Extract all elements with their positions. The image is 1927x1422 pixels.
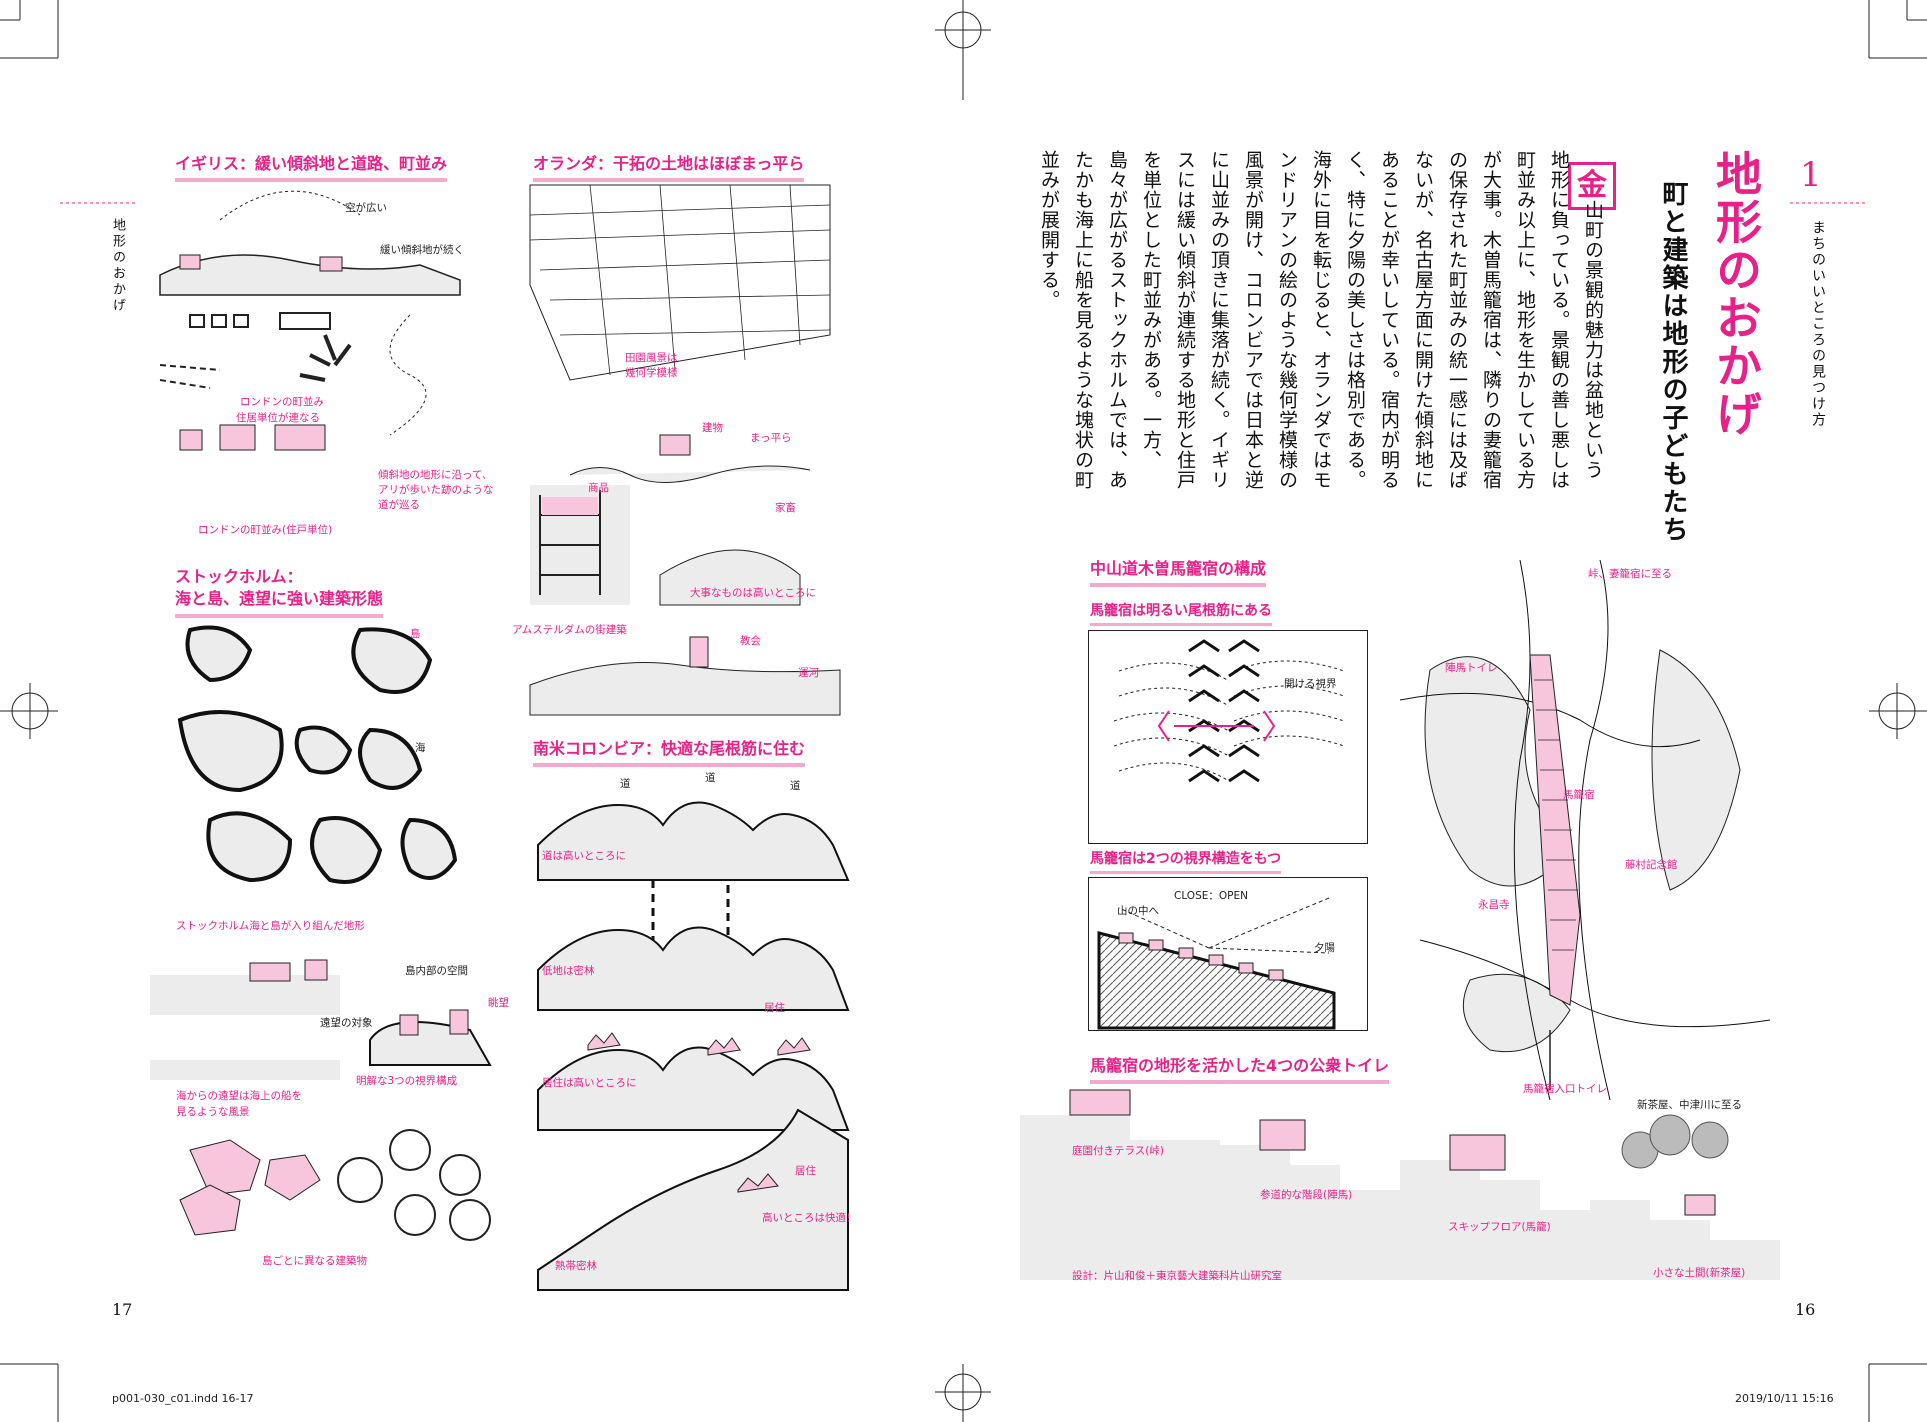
magome-sub1: 馬籠宿は明るい尾根筋にある — [1090, 600, 1272, 626]
holland-label-important: 大事なものは高いところに — [690, 587, 816, 599]
ridge-figure: 開ける視界 — [1088, 630, 1368, 844]
holland-label-goods: 商品 — [588, 482, 609, 494]
holland-label-church: 教会 — [740, 635, 761, 647]
colombia-label-road-high: 道は高いところに — [542, 850, 626, 862]
stockholm-label-inner: 島内部の空間 — [405, 965, 468, 977]
stockholm-label-ship2: 見るような風景 — [176, 1106, 250, 1118]
page-subtitle: 町と建築は地形の子どもたち — [1658, 180, 1688, 544]
colombia-title: 南米コロンビア：快適な尾根筋に住む — [533, 735, 806, 767]
stockholm-title: ストックホルム： 海と島、遠望に強い建築形態 — [175, 566, 384, 618]
body-text: 山町の景観的魅力は盆地という地形に負っている。景観の善し悪しは町並み以上に、地形… — [1038, 150, 1604, 501]
holland-title: オランダ：干拓の土地はほぼまっ平ら — [533, 150, 805, 182]
stockholm-label-three: 明解な3つの視界構成 — [356, 1075, 458, 1087]
map-label-shinchaya: 新茶屋、中津川に至る — [1637, 1099, 1742, 1111]
stockholm-label-ship1: 海からの遠望は海上の船を — [176, 1090, 302, 1102]
footer-file: p001-030_c01.indd 16-17 — [112, 1392, 254, 1405]
map-label-entrance-toilet: 馬籠宿入口トイレ — [1523, 1083, 1607, 1095]
map-label-pass: 峠、妻籠宿に至る — [1588, 568, 1672, 580]
toilet-label-doma: 小さな土間(新茶屋) — [1653, 1267, 1746, 1279]
england-label-path: 傾斜地の地形に沿って、アリが歩いた跡のような道が巡る — [378, 469, 494, 511]
holland-label-amsterdam: アムステルダムの街建築 — [512, 624, 627, 636]
chapter-number: 1 — [1800, 155, 1822, 195]
colombia-label-tropical: 熱帯密林 — [555, 1260, 597, 1272]
holland-label-field1: 田園風景は — [625, 352, 678, 364]
holland-label-building: 建物 — [702, 422, 723, 434]
view-label-close-open: CLOSE：OPEN — [1174, 890, 1248, 902]
stockholm-label-sea: 海 — [415, 742, 426, 754]
badge-gold: 金 — [1568, 162, 1616, 210]
footer-date: 2019/10/11 15:16 — [1735, 1392, 1834, 1405]
england-label-sky: 空が広い — [345, 202, 387, 214]
page-number-right: 16 — [1795, 1300, 1816, 1319]
toilet-label-skip: スキップフロア(馬籠) — [1448, 1221, 1551, 1233]
page-number-left: 17 — [112, 1300, 133, 1319]
page-title: 地形のおかげ — [1709, 150, 1763, 438]
running-head-left: 地形のおかげ — [110, 218, 125, 314]
toilet-label-terrace: 庭園付きテラス(峠) — [1072, 1145, 1164, 1157]
magome-title: 中山道木曽馬籠宿の構成 — [1090, 555, 1267, 587]
stockholm-title-line2: 海と島、遠望に強い建築形態 — [175, 589, 384, 608]
ridge-label-view: 開ける視界 — [1284, 678, 1337, 690]
colombia-label-road3: 道 — [790, 780, 801, 792]
colombia-label-road1: 道 — [620, 778, 631, 790]
colombia-label-living2: 居住 — [795, 1165, 816, 1177]
england-label-london-units: ロンドンの町並み(住戸単位) — [198, 524, 333, 536]
stockholm-label-target: 遠望の対象 — [320, 1017, 373, 1029]
stockholm-label-terrain: ストックホルム海と島が入り組んだ地形 — [176, 920, 365, 932]
colombia-label-living1: 居住 — [764, 1002, 785, 1014]
england-title: イギリス：緩い傾斜地と道路、町並み — [175, 150, 448, 182]
stockholm-label-buildings: 島ごとに異なる建築物 — [262, 1255, 367, 1267]
colombia-label-jungle: 低地は密林 — [542, 965, 595, 977]
colombia-label-road2: 道 — [705, 772, 716, 784]
toilet-credit: 設計：片山和俊＋東京藝大建築科片山研究室 — [1072, 1270, 1282, 1282]
colombia-label-living-high: 居住は高いところに — [542, 1077, 637, 1089]
toilets-title: 馬籠宿の地形を活かした4つの公衆トイレ — [1090, 1052, 1390, 1084]
stockholm-label-island: 島 — [410, 628, 421, 640]
toilet-label-stairs: 参道的な階段(陣馬) — [1260, 1189, 1353, 1201]
magome-sub2: 馬籠宿は2つの視界構造をもつ — [1090, 848, 1282, 874]
colombia-label-comfort: 高いところは快適！ — [762, 1212, 857, 1224]
holland-label-canal: 運河 — [798, 667, 819, 679]
england-label-units: 住居単位が連なる — [236, 412, 320, 424]
holland-label-flat: まっ平ら — [750, 432, 792, 444]
view-structure-figure: CLOSE：OPEN 山の中へ 夕陽 — [1088, 877, 1368, 1031]
stockholm-label-view: 眺望 — [488, 997, 509, 1009]
map-label-jinba-toilet: 陣馬トイレ — [1445, 662, 1498, 674]
england-label-slope: 緩い傾斜地が続く — [380, 244, 464, 256]
map-label-magome: 馬籠宿 — [1563, 789, 1595, 801]
view-label-sunset: 夕陽 — [1314, 942, 1335, 954]
map-label-eisho: 永昌寺 — [1478, 899, 1510, 911]
holland-label-field2: 幾何学模様 — [625, 367, 678, 379]
holland-label-livestock: 家畜 — [775, 502, 796, 514]
stockholm-title-line1: ストックホルム： — [175, 567, 303, 586]
england-label-london: ロンドンの町並み — [240, 396, 324, 408]
map-label-toson: 藤村記念館 — [1625, 859, 1678, 871]
chapter-subtitle: まちのいいところの見つけ方 — [1810, 220, 1826, 428]
view-label-mountain: 山の中へ — [1117, 905, 1159, 917]
